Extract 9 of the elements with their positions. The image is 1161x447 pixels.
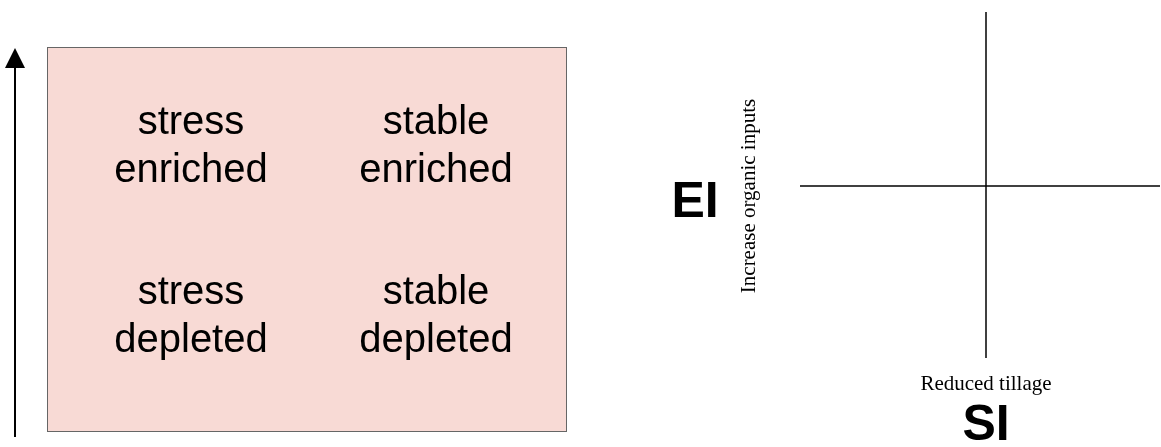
quadrant-code: SI bbox=[961, 398, 1011, 447]
axis-label: Reduced tillage bbox=[920, 370, 1052, 396]
quadrant-label: stress depleted bbox=[113, 267, 269, 362]
quadrant-label: stress enriched bbox=[113, 97, 269, 192]
quadrant-box bbox=[47, 47, 567, 432]
axis-label: Increase organic inputs bbox=[735, 98, 761, 294]
quadrant-code: EI bbox=[670, 175, 720, 225]
quadrant-label: stable depleted bbox=[358, 267, 514, 362]
quadrant-label: stable enriched bbox=[358, 97, 514, 192]
